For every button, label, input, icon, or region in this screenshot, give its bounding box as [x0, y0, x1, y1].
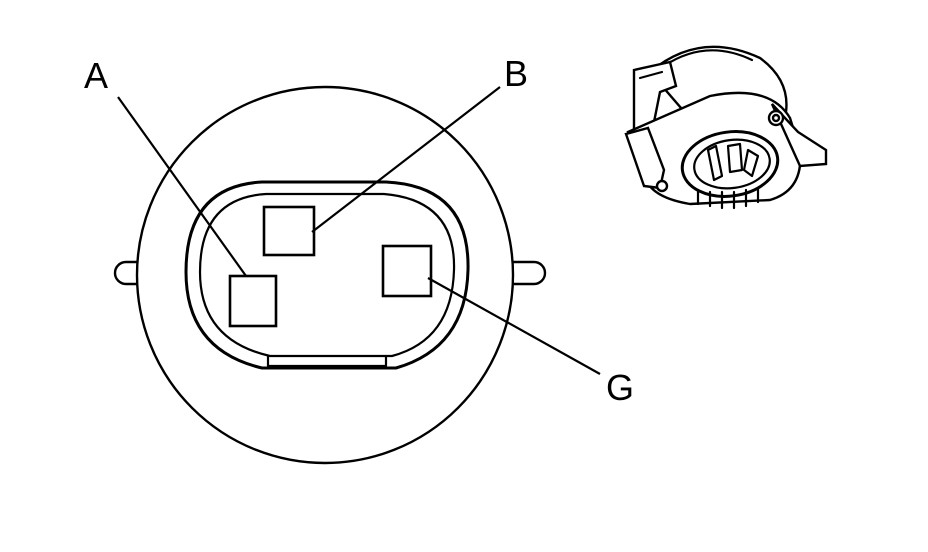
label-g: G [606, 367, 634, 408]
lock-tab [624, 126, 666, 190]
cavity-inner [198, 192, 456, 358]
connector-face-icon [113, 85, 547, 465]
leader-a [117, 96, 247, 277]
cavity-outer [184, 180, 470, 370]
label-a: A [84, 55, 108, 96]
face-ring-inner [693, 138, 771, 190]
keying-notch [266, 354, 388, 368]
side-flange [770, 103, 828, 168]
housing [626, 91, 802, 206]
connector-body [135, 85, 515, 465]
label-b: B [504, 53, 528, 94]
terminal-b [262, 205, 316, 257]
leader-g [427, 277, 601, 375]
terminal-a [228, 274, 278, 328]
terminal-g [381, 244, 433, 298]
connector-3d-icon [624, 45, 828, 210]
leader-b [311, 86, 501, 233]
bottom-ribs [696, 186, 760, 210]
